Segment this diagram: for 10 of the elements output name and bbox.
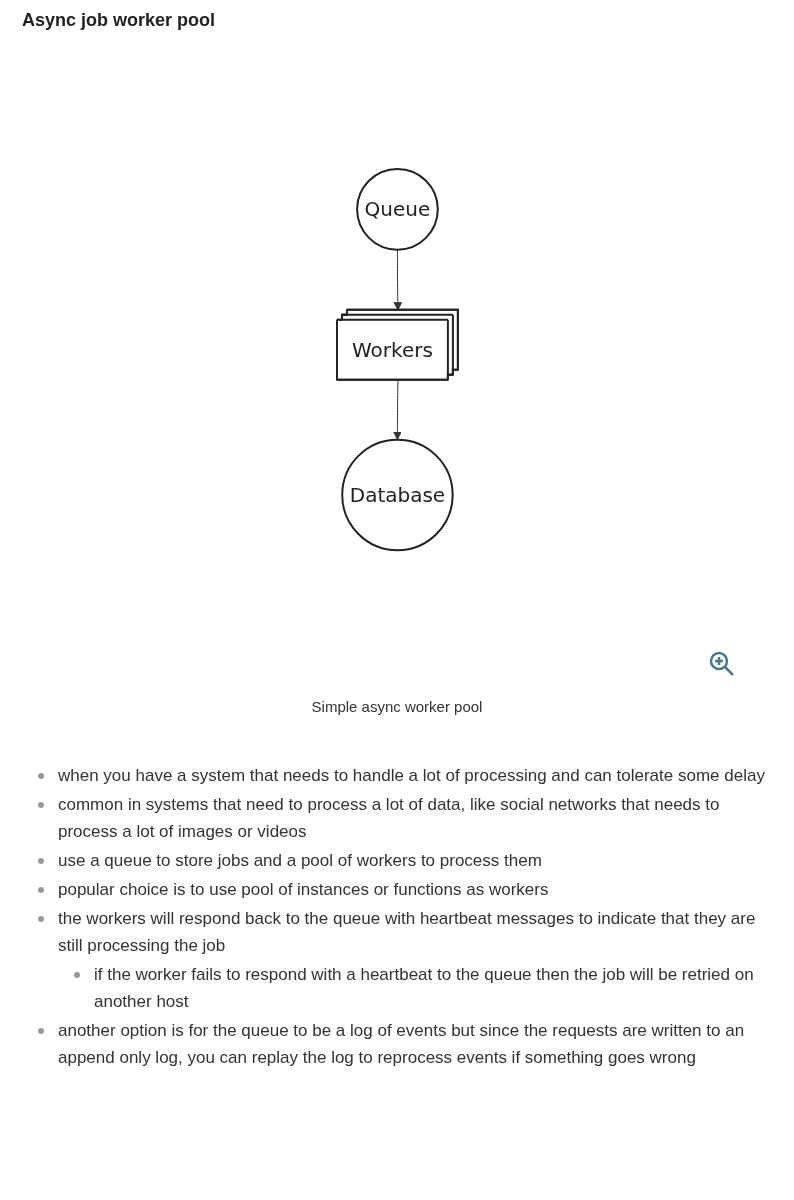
- bullet-text: when you have a system that needs to handle a lot of processing and can tolerate some delay: [58, 766, 765, 785]
- bullet-text: another option is for the queue to be a log of events but since the requests are written to an append only log, you can replay the log to reprocess events if something goes wrong: [58, 1021, 745, 1067]
- node-circle: Queue: [355, 168, 439, 252]
- bullet-text: popular choice is to use pool of instances or functions as workers: [58, 880, 549, 899]
- title: Async job worker pool: [22, 10, 216, 31]
- node-circle: Database: [340, 439, 454, 552]
- bullet-text: if the worker fails to respond with a heartbeat to the queue then the job will be retried on another host: [94, 965, 754, 1011]
- bullet-text: use a queue to store jobs and a pool of workers to process them: [58, 851, 542, 870]
- arrow: [392, 380, 402, 441]
- caption: Simple async worker pool: [311, 698, 483, 715]
